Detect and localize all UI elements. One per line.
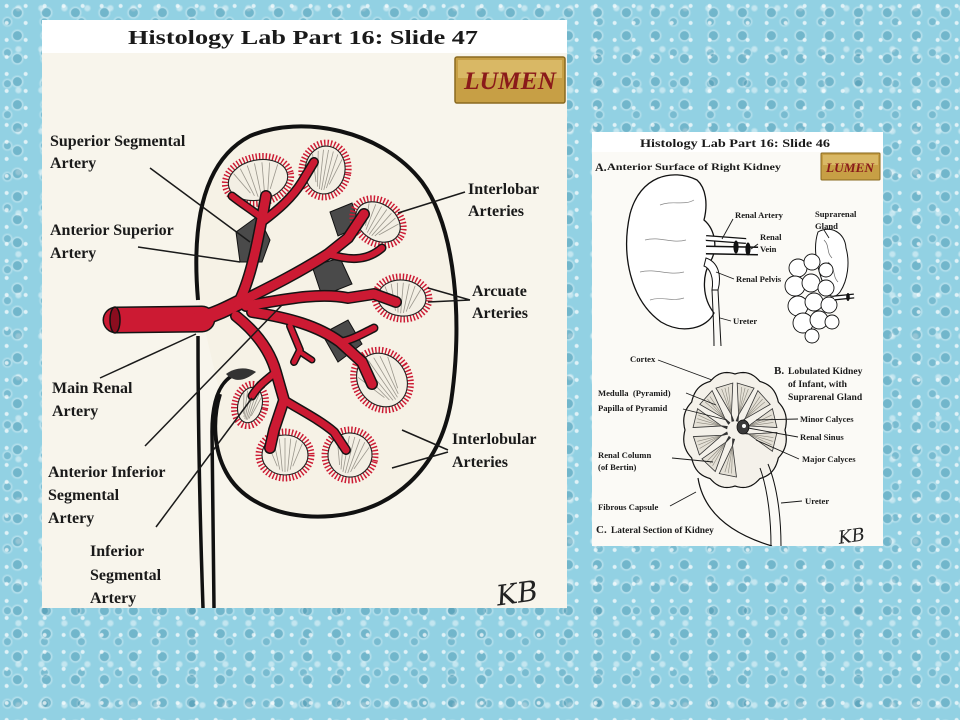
label-papilla: Papilla of Pyramid	[598, 403, 667, 413]
label-inferior-segmental-line2: Segmental	[90, 567, 162, 584]
label-interlobular-line1: Interlobular	[452, 431, 536, 448]
artery-branch	[116, 319, 202, 320]
label-anterior-inferior-line2: Segmental	[48, 487, 120, 504]
sinus-highlight	[742, 424, 746, 428]
leader-line-main-renal	[100, 334, 196, 378]
label-arcuate-line2: Arteries	[472, 305, 528, 322]
slide-47-diagram: Histology Lab Part 16: Slide 47 LUMEN Su…	[42, 20, 567, 608]
vessel-ring	[733, 241, 738, 254]
slide-47-title: Histology Lab Part 16: Slide 47	[128, 27, 478, 49]
kidney-lobule	[804, 254, 820, 270]
label-renal-sinus: Renal Sinus	[800, 432, 844, 442]
label-major-calyces: Major Calyces	[802, 454, 856, 464]
label-renal-pelvis: Renal Pelvis	[736, 274, 782, 284]
label-renal-vein-line1: Renal	[760, 232, 782, 242]
section-c-caption: Lateral Section of Kidney	[611, 526, 714, 536]
label-anterior-inferior-line3: Artery	[48, 510, 94, 527]
label-interlobar-line1: Interlobar	[468, 181, 539, 198]
section-a-marker: A.	[595, 160, 607, 174]
logo-text: LUMEN	[825, 160, 875, 175]
label-arcuate-line1: Arcuate	[472, 283, 527, 300]
ureter-c	[760, 464, 781, 546]
slide-46-title: Histology Lab Part 16: Slide 46	[640, 138, 830, 150]
section-b-caption-line1: Lobulated Kidney	[788, 366, 863, 377]
label-main-renal-line2: Artery	[52, 403, 98, 420]
label-ureter-c: Ureter	[805, 496, 829, 506]
ureter-a	[712, 290, 721, 346]
slide-46-panel: Histology Lab Part 16: Slide 46 LUMEN A.…	[592, 132, 883, 546]
lumen-logo: LUMEN	[455, 57, 565, 103]
kidney-lobule	[805, 293, 823, 311]
label-anterior-superior-line2: Artery	[50, 245, 96, 262]
label-renal-artery: Renal Artery	[735, 210, 784, 220]
renal-pelvis	[704, 258, 720, 290]
kidney-lobule	[825, 315, 839, 329]
section-c-marker: C.	[596, 524, 607, 536]
label-suprarenal-gland-line2: Gland	[815, 221, 838, 231]
label-inferior-segmental-line1: Inferior	[90, 543, 144, 560]
section-b-caption-line3: Suprarenal Gland	[788, 392, 863, 403]
label-main-renal-line1: Main Renal	[52, 380, 133, 397]
label-superior-segmental-line2: Artery	[50, 155, 96, 172]
label-anterior-inferior-line1: Anterior Inferior	[48, 464, 165, 481]
label-medulla: Medulla (Pyramid)	[598, 388, 671, 398]
logo-text: LUMEN	[463, 68, 557, 95]
kidney-lobule	[805, 329, 819, 343]
kidney-lobule	[819, 263, 833, 277]
lumen-logo: LUMEN	[821, 153, 880, 180]
label-suprarenal-gland-line1: Suprarenal	[815, 209, 857, 219]
kidney-lobule	[818, 280, 834, 296]
section-b-marker: B.	[774, 365, 784, 377]
label-renal-column-line1: Renal Column	[598, 450, 651, 460]
section-a-caption: Anterior Surface of Right Kidney	[607, 163, 781, 173]
leader-line-renal-artery	[722, 219, 733, 239]
label-renal-vein-line2: Vein	[760, 244, 777, 254]
leader-line-cortex	[658, 360, 712, 380]
label-ureter-a: Ureter	[733, 316, 757, 326]
vessel-ring	[846, 293, 850, 301]
label-renal-column-line2: (of Bertin)	[598, 462, 637, 472]
label-minor-calyces: Minor Calyces	[800, 414, 854, 424]
kidney-a-outline	[627, 175, 715, 329]
leader-line-ureter-a	[720, 318, 731, 321]
kidney-lobule	[802, 274, 820, 292]
author-signature: KB	[836, 524, 866, 546]
leader-line-fibrous-capsule	[670, 492, 696, 506]
main-renal-artery-cut-end	[110, 307, 120, 333]
vessel-ring	[745, 243, 750, 256]
label-anterior-superior-line1: Anterior Superior	[50, 222, 174, 239]
kidney-lobule	[785, 276, 805, 296]
section-b-caption-line2: of Infant, with	[788, 379, 848, 390]
slide-46-diagram: Histology Lab Part 16: Slide 46 LUMEN A.…	[592, 132, 883, 546]
hilum-line	[198, 336, 203, 608]
label-interlobar-line2: Arteries	[468, 203, 524, 220]
label-interlobular-line2: Arteries	[452, 454, 508, 471]
author-signature: KB	[493, 574, 540, 608]
leader-line-ureter-c	[781, 501, 802, 503]
lobulated-kidney-drawing	[785, 229, 848, 343]
label-fibrous-capsule: Fibrous Capsule	[598, 502, 658, 512]
label-superior-segmental-line1: Superior Segmental	[50, 133, 186, 150]
label-cortex: Cortex	[630, 354, 656, 364]
label-inferior-segmental-line3: Artery	[90, 590, 136, 607]
slide-47-panel: Histology Lab Part 16: Slide 47 LUMEN Su…	[42, 20, 567, 608]
